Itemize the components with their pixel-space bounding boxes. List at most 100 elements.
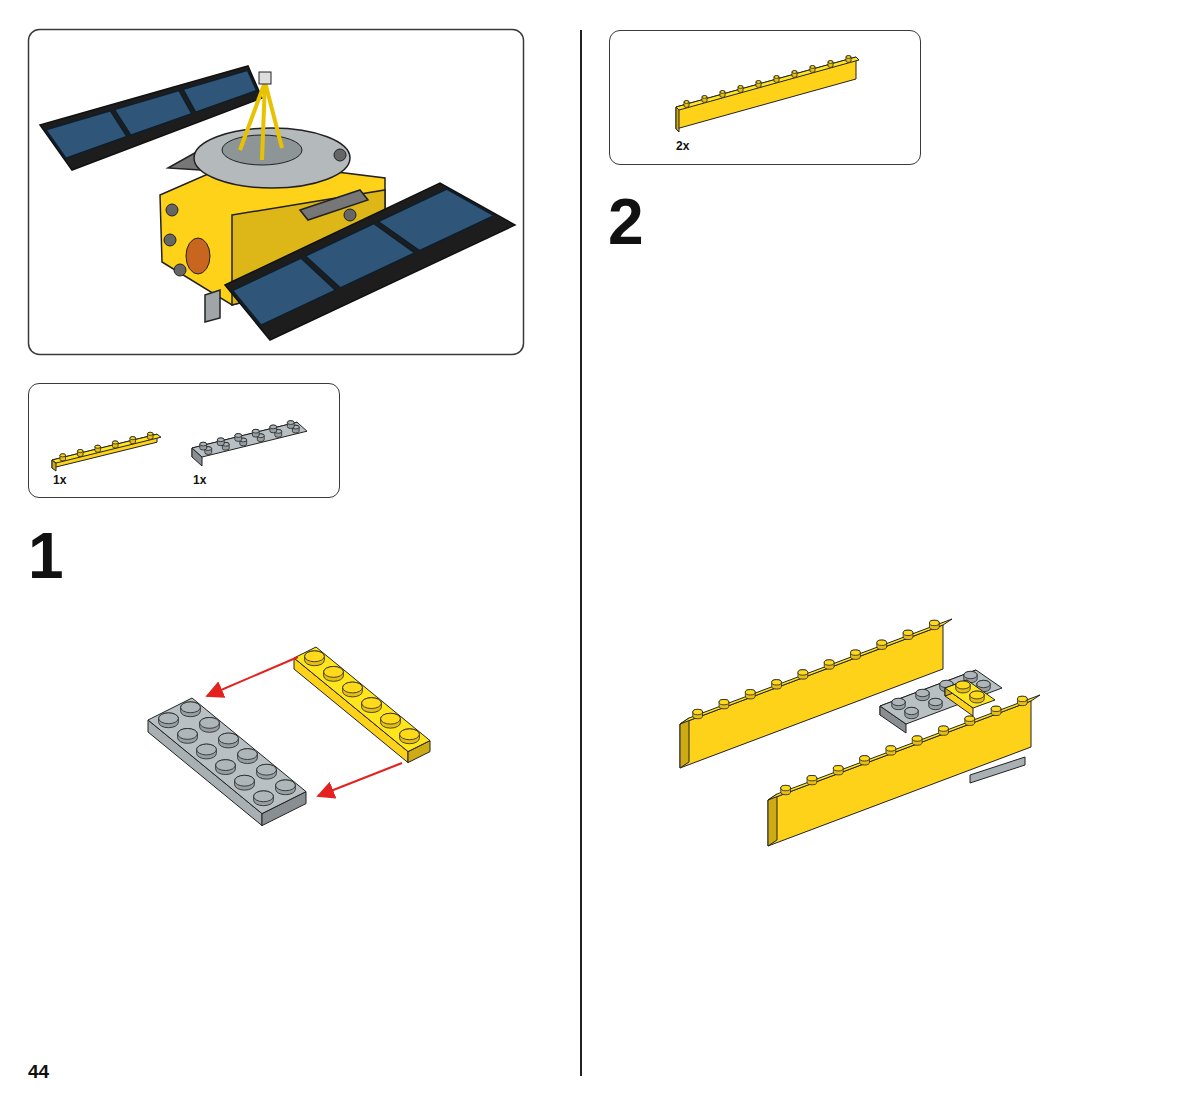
- stud: [939, 726, 949, 735]
- antenna-tip: [259, 72, 271, 84]
- stud: [60, 454, 66, 461]
- model-frame: [29, 30, 524, 355]
- leg: [205, 290, 220, 322]
- stud: [147, 432, 153, 439]
- thruster: [164, 234, 176, 246]
- stud-top: [903, 630, 913, 635]
- stud-top: [912, 736, 922, 741]
- stud-top: [178, 728, 198, 739]
- stud-top: [745, 690, 755, 695]
- stud-top: [964, 671, 977, 678]
- solar-cell: [115, 91, 192, 136]
- stud: [400, 729, 420, 744]
- stud-top: [886, 746, 896, 751]
- stud-top: [305, 651, 325, 662]
- stud: [362, 698, 382, 713]
- stud-top: [252, 429, 259, 433]
- placement-arrow: [318, 763, 402, 796]
- stud: [276, 780, 296, 795]
- stud: [200, 717, 220, 732]
- stud: [846, 56, 851, 63]
- stud-top: [892, 698, 905, 705]
- stud: [217, 438, 224, 446]
- stud: [970, 691, 984, 703]
- stud-top: [324, 666, 344, 677]
- stud-top: [846, 56, 851, 59]
- stud-top: [381, 713, 401, 724]
- brick-top: [945, 680, 995, 708]
- stud: [112, 441, 118, 448]
- stud-top: [851, 650, 861, 655]
- stud: [916, 689, 929, 700]
- step-two-bricks: [680, 619, 1040, 846]
- stud: [257, 764, 277, 779]
- stud-top: [828, 61, 833, 64]
- solar-cell: [378, 189, 494, 251]
- stud: [824, 660, 834, 669]
- stud: [877, 640, 887, 649]
- thruster: [334, 149, 346, 161]
- stud-top: [219, 733, 239, 744]
- stud: [719, 699, 729, 708]
- stud-top: [877, 640, 887, 645]
- stud-top: [254, 791, 274, 802]
- brick-top: [294, 647, 430, 752]
- stud-top: [400, 729, 420, 740]
- stud-top: [112, 441, 118, 444]
- stud: [756, 81, 761, 88]
- brick-1x10-icon: [676, 56, 859, 132]
- stud: [860, 756, 870, 765]
- stud-top: [738, 86, 743, 89]
- stud: [95, 445, 101, 452]
- stud: [77, 450, 83, 457]
- stud-top: [772, 680, 782, 685]
- stud-top: [147, 432, 153, 435]
- stud-top: [217, 438, 224, 442]
- solar-cell: [183, 70, 257, 112]
- stud-top: [792, 71, 797, 74]
- plate-1x6-icon: [52, 432, 161, 471]
- stud-top: [916, 689, 929, 696]
- stud: [200, 442, 207, 450]
- stud-top: [60, 454, 66, 457]
- plate-1x6: [945, 680, 995, 716]
- page-number: 44: [28, 1062, 49, 1081]
- plate-2x6: [148, 698, 306, 826]
- top-disk: [194, 128, 350, 188]
- stud-top: [159, 713, 179, 724]
- stud: [745, 690, 755, 699]
- stud: [287, 421, 294, 429]
- stud: [781, 785, 791, 794]
- stud: [956, 681, 970, 693]
- stud-top: [287, 421, 294, 425]
- stud: [216, 760, 236, 775]
- stud-top: [200, 717, 220, 728]
- stud: [738, 86, 743, 93]
- stud-top: [824, 660, 834, 665]
- parts-callout: 1x1x: [28, 383, 340, 498]
- brick-end: [680, 718, 689, 768]
- stud-top: [756, 81, 761, 84]
- stud: [833, 766, 843, 775]
- stud-top: [905, 707, 918, 714]
- stud-top: [216, 760, 236, 771]
- stud-top: [1017, 696, 1027, 701]
- stud: [798, 670, 808, 679]
- sample-horn: [186, 238, 210, 274]
- stud-top: [235, 775, 255, 786]
- stud: [197, 744, 217, 759]
- stud: [181, 702, 201, 717]
- antenna-leg: [265, 82, 282, 148]
- brick-top: [52, 434, 161, 463]
- stud: [905, 707, 918, 718]
- stud-top: [833, 766, 843, 771]
- stud: [130, 437, 136, 444]
- stud-top: [684, 101, 689, 104]
- stud-top: [970, 691, 984, 699]
- stud: [254, 791, 274, 806]
- stud-top: [343, 682, 363, 693]
- stud: [305, 651, 325, 666]
- brick-top: [768, 695, 1040, 800]
- step-one-bricks: [148, 647, 430, 826]
